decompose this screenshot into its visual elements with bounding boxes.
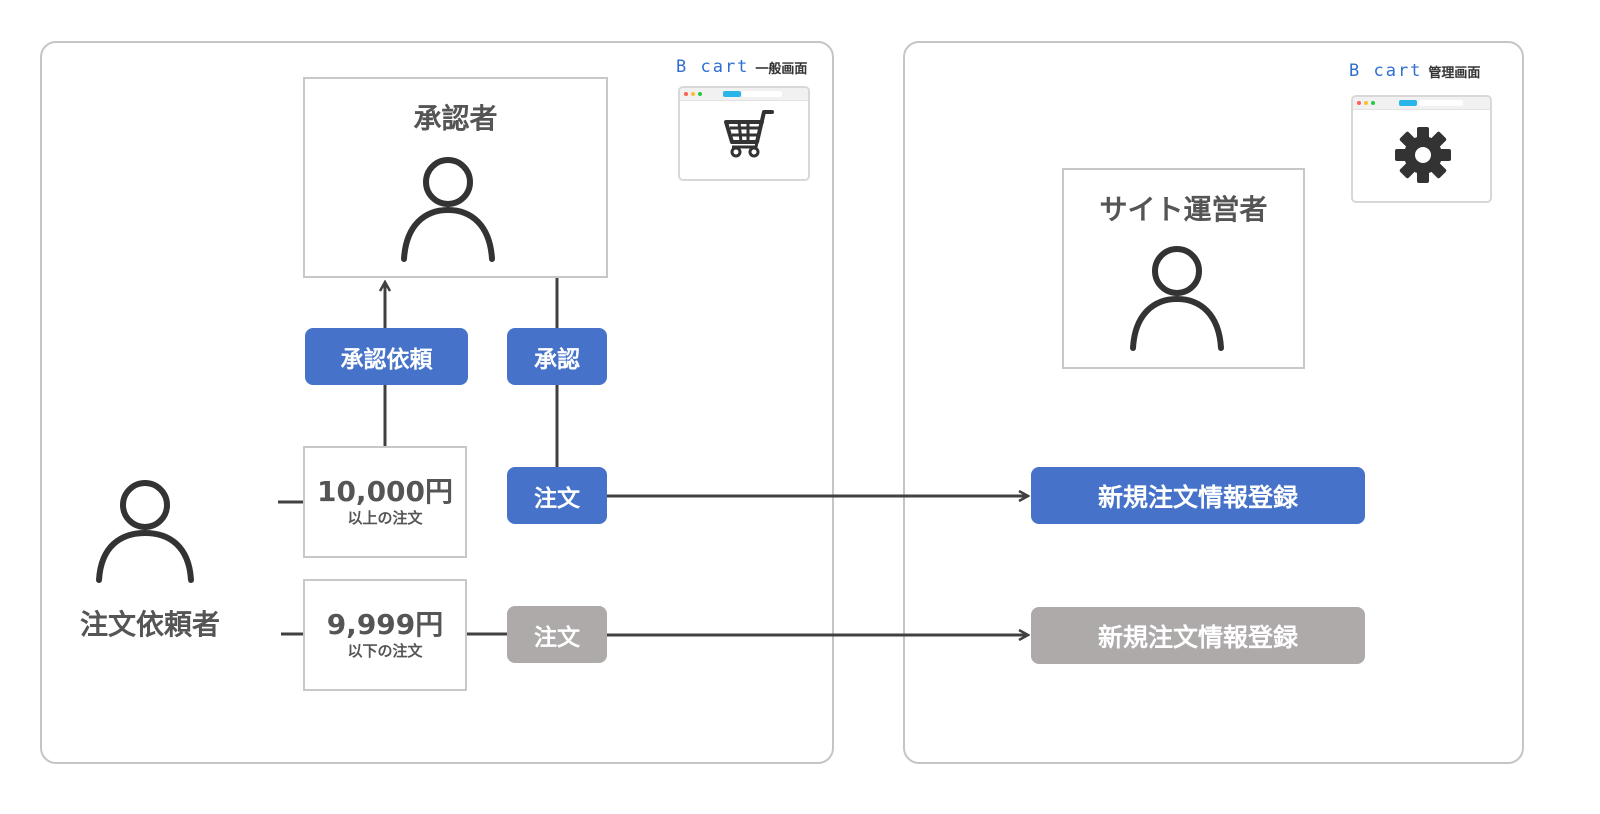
- person-icon: [1130, 246, 1224, 351]
- order-low-badge: 注文: [507, 606, 607, 663]
- approval-request-badge: 承認依頼: [305, 328, 468, 385]
- close-dot: [1357, 101, 1361, 105]
- person-icon: [401, 157, 495, 262]
- registration-high-badge: 新規注文情報登録: [1031, 467, 1365, 524]
- threshold-high-box: 10,000円 以上の注文: [303, 446, 467, 558]
- general-screen-brand: B cart 一般画面: [676, 57, 807, 77]
- address-bar: [1419, 100, 1463, 106]
- minimize-dot: [691, 92, 695, 96]
- approve-badge: 承認: [507, 328, 607, 385]
- browser-toolbar: [1353, 97, 1490, 110]
- threshold-low-desc: 以下の注文: [347, 642, 423, 660]
- threshold-high: 10,000円 以上の注文: [305, 476, 465, 528]
- admin-browser-mock: [1351, 95, 1492, 203]
- browser-toolbar: [680, 88, 808, 101]
- threshold-low: 9,999円 以下の注文: [305, 609, 465, 661]
- site-operator-box: サイト運営者: [1062, 168, 1305, 369]
- minimize-dot: [1364, 101, 1368, 105]
- threshold-high-desc: 以上の注文: [347, 509, 423, 527]
- address-bar: [742, 91, 782, 97]
- site-operator-title: サイト運営者: [1099, 193, 1268, 226]
- admin-screen-label: 管理画面: [1428, 65, 1481, 81]
- secure-badge: [723, 91, 741, 97]
- close-dot: [684, 92, 688, 96]
- registration-low-badge: 新規注文情報登録: [1031, 607, 1365, 664]
- maximize-dot: [1371, 101, 1375, 105]
- secure-badge: [1399, 100, 1417, 106]
- bcart-logo: B cart: [676, 57, 750, 77]
- approver-title: 承認者: [413, 102, 498, 135]
- general-screen-label: 一般画面: [755, 61, 808, 77]
- approver-box: 承認者: [303, 77, 608, 278]
- shopping-cart-icon: [724, 110, 774, 158]
- threshold-low-box: 9,999円 以下の注文: [303, 579, 467, 691]
- requester-person-icon: [96, 480, 194, 583]
- requester-title: 注文依頼者: [79, 608, 220, 641]
- order-high-badge: 注文: [507, 467, 607, 524]
- general-browser-mock: [678, 86, 810, 181]
- maximize-dot: [698, 92, 702, 96]
- threshold-high-amount: 10,000円: [316, 475, 454, 508]
- threshold-low-amount: 9,999円: [326, 608, 444, 641]
- gear-icon: [1395, 127, 1451, 183]
- admin-screen-brand: B cart 管理画面: [1349, 61, 1480, 81]
- bcart-logo: B cart: [1349, 61, 1423, 81]
